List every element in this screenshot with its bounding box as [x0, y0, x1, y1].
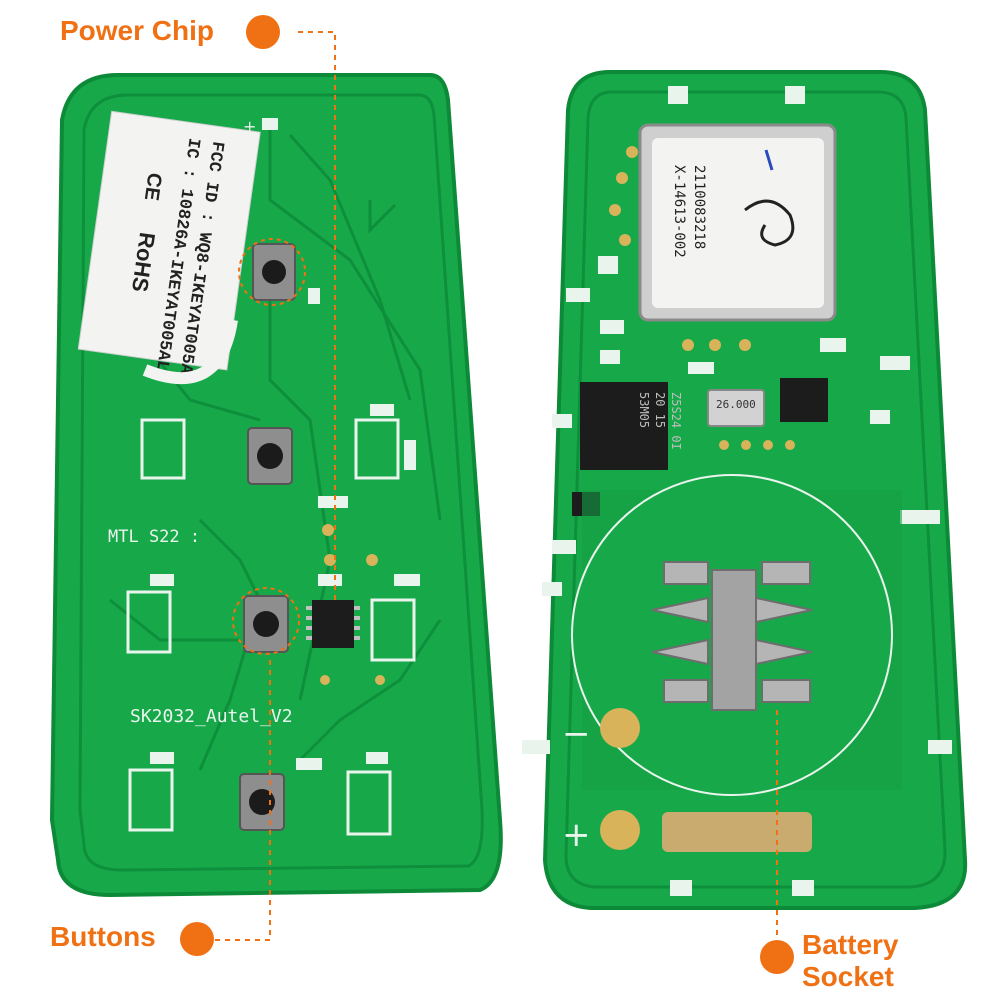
left-buttons: [232, 238, 306, 831]
rf-shield-can: X-14613-002 2110083218: [638, 123, 837, 322]
battery-socket-area: −: [562, 474, 902, 796]
left-gold-pads: [320, 524, 385, 685]
right-pcb-board: X-14613-002 2110083218 53M05 20 15 Z5S24…: [522, 70, 968, 910]
crystal-oscillator: 26.000: [707, 389, 765, 427]
left-board-inner-trace: [78, 93, 484, 872]
shield-text-2: 2110083218: [691, 165, 707, 249]
buttons-label: Buttons: [50, 921, 156, 952]
battery-socket-label-line1: Battery: [802, 929, 899, 960]
plus-terminal: +: [562, 810, 812, 855]
shield-logo-swirl: [744, 199, 795, 247]
shield-text-1: X-14613-002: [671, 165, 687, 258]
fcc-label-sticker: FCC ID : WQ8-IKEYAT005AL IC : 10826A-IKE…: [77, 110, 261, 385]
blue-marker-stroke: [764, 149, 774, 171]
ce-mark: CE: [140, 171, 166, 202]
mtl-silkscreen: MTL S22 :: [108, 527, 200, 547]
battery-strip-pad: [662, 812, 812, 852]
tactile-button-3: [232, 587, 300, 655]
mcu-text-2: 20 15: [653, 392, 667, 428]
plus-contact-pad: [600, 810, 640, 850]
right-mcu-chip: 53M05 20 15 Z5S24 0I: [580, 382, 683, 470]
plus-sign: +: [562, 815, 591, 855]
sticker-ring-arc: [142, 319, 238, 385]
battery-socket-dot: [760, 940, 794, 974]
battery-socket-label-line2: Socket: [802, 961, 894, 992]
buttons-leader: [215, 655, 271, 941]
left-smd-components: [150, 118, 420, 770]
power-chip-label: Power Chip: [60, 15, 215, 46]
minus-contact-pad: [600, 708, 640, 748]
left-contact-pads: [126, 418, 416, 836]
tactile-button-2: [247, 427, 293, 485]
right-board-inner-trace: [564, 90, 947, 889]
plus-silkscreen: +: [243, 117, 256, 136]
right-smd-components: [522, 86, 952, 896]
power-chip-dot: [246, 15, 280, 49]
mcu-text-1: 53M05: [637, 392, 651, 428]
callout-leader-lines: [215, 31, 778, 941]
tactile-button-1: [238, 238, 306, 306]
model-silkscreen: SK2032_Autel_V2: [130, 706, 293, 727]
mcu-text-3: Z5S24 0I: [669, 392, 683, 450]
left-pcb-board: FCC ID : WQ8-IKEYAT005AL IC : 10826A-IKE…: [49, 73, 503, 898]
minus-sign: −: [562, 714, 591, 754]
right-gold-pads: [609, 146, 795, 450]
power-chip-leader: [298, 31, 336, 600]
buttons-dot: [180, 922, 214, 956]
left-ic-chip: [306, 600, 360, 648]
tactile-button-4: [239, 773, 285, 831]
crystal-text: 26.000: [716, 398, 756, 411]
